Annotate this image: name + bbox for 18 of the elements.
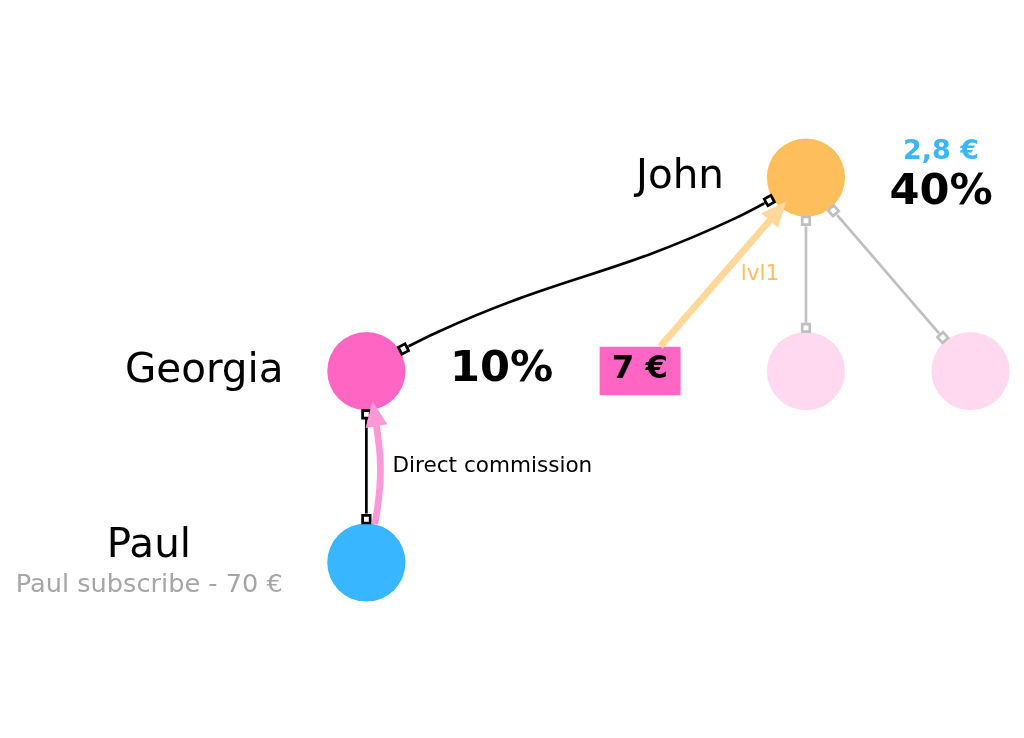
node-box: 7 € [599,346,681,396]
connector [396,193,777,356]
arrow [657,201,787,349]
node-label: 2,8 € [903,133,979,165]
node-label: Paul [106,519,192,568]
edge-label: lvl1 [740,260,780,286]
node-label: John [636,150,724,199]
edge-label: Direct commission [392,451,593,477]
node-label: Paul subscribe - 70 € [15,568,283,599]
connector [826,203,950,345]
node-person [327,331,406,411]
node-label: 10% [449,341,554,392]
node-label: 40% [889,163,993,214]
connector [800,215,812,333]
node-person [766,331,846,411]
connector [361,409,372,525]
node-person [327,523,406,602]
node-label: Georgia [125,343,284,392]
